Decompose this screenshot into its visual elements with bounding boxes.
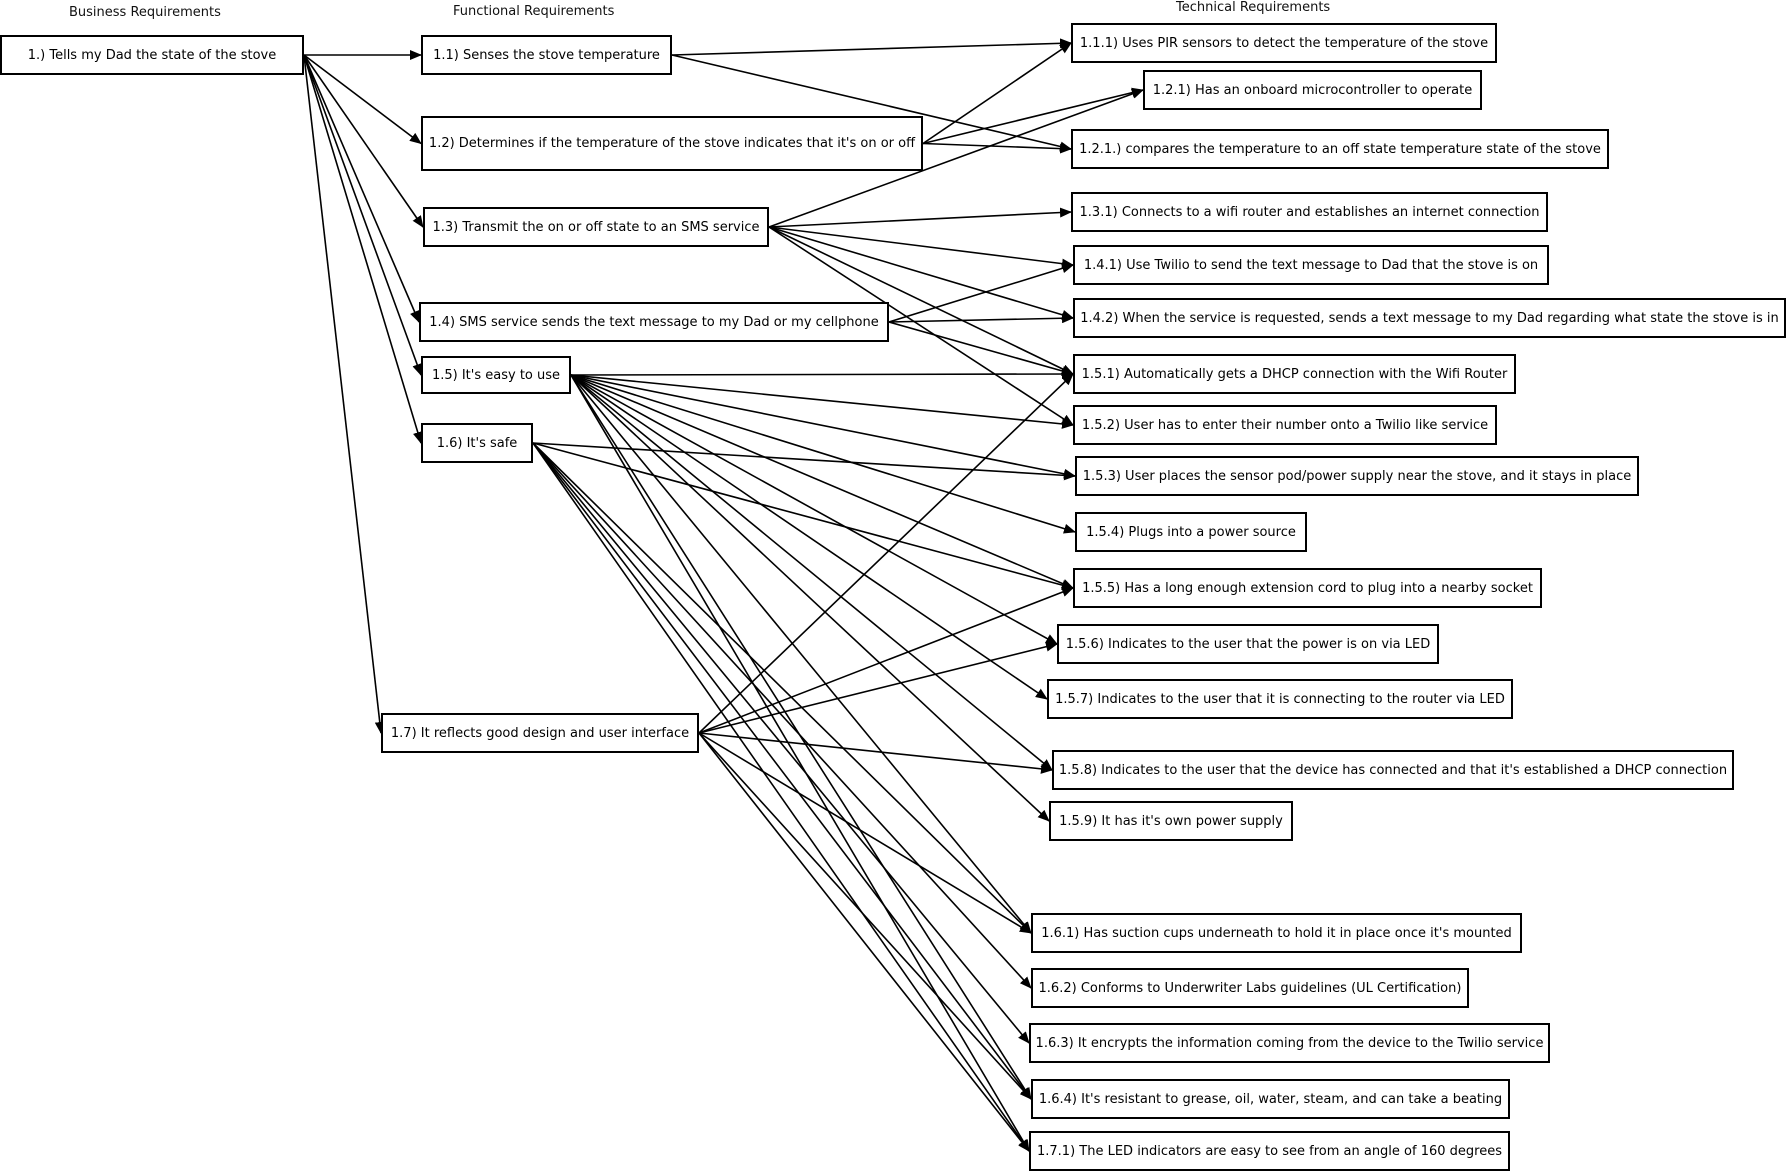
connector-b1-f16 [303, 54, 423, 444]
business-node-1: 1.) Tells my Dad the state of the stove [0, 35, 304, 75]
connector-f16-t171 [532, 442, 1030, 1152]
connector-f14-t141 [888, 263, 1074, 323]
technical-node-1-4-1: 1.4.1) Use Twilio to send the text messa… [1073, 245, 1549, 285]
technical-node-1-5-3: 1.5.3) User places the sensor pod/power … [1075, 456, 1639, 496]
technical-node-1-4-2: 1.4.2) When the service is requested, se… [1073, 298, 1786, 338]
connector-f16-t163 [532, 442, 1030, 1044]
technical-node-1-1-1: 1.1.1) Uses PIR sensors to detect the te… [1071, 23, 1497, 63]
connector-b1-f14 [303, 54, 420, 323]
connector-f17-t164 [698, 732, 1032, 1100]
connector-b1-f17 [303, 54, 385, 734]
connector-f14-t142 [888, 313, 1074, 324]
technical-node-1-5-2: 1.5.2) User has to enter their number on… [1073, 405, 1497, 445]
functional-node-1-5: 1.5) It's easy to use [421, 356, 571, 394]
connector-f13-t151 [768, 226, 1074, 375]
connector-f16-t162 [532, 442, 1032, 989]
connector-f17-t158 [698, 732, 1053, 774]
technical-requirements-header: Technical Requirements [1176, 0, 1331, 15]
connector-f15-t151 [570, 369, 1074, 380]
technical-node-1-2-1: 1.2.1) Has an onboard microcontroller to… [1143, 70, 1482, 110]
connector-f15-t156 [570, 374, 1058, 645]
connector-f17-t156 [698, 641, 1058, 734]
functional-node-1-1: 1.1) Senses the stove temperature [421, 35, 672, 75]
technical-node-1-3-1: 1.3.1) Connects to a wifi router and est… [1071, 192, 1548, 232]
connector-b1-f13 [303, 54, 424, 228]
connector-f15-t157 [570, 374, 1048, 700]
connector-f16-t155 [532, 442, 1074, 590]
technical-node-1-5-5: 1.5.5) Has a long enough extension cord … [1073, 568, 1542, 608]
connector-f12-t121b [922, 142, 1072, 154]
connector-f12-t121 [922, 87, 1144, 145]
technical-node-1-7-1: 1.7.1) The LED indicators are easy to se… [1029, 1131, 1510, 1171]
connector-f17-t155 [698, 587, 1074, 734]
functional-node-1-2: 1.2) Determines if the temperature of th… [421, 116, 923, 171]
connector-f15-t159 [570, 374, 1050, 822]
functional-requirements-header: Functional Requirements [453, 4, 615, 19]
technical-node-1-6-2: 1.6.2) Conforms to Underwriter Labs guid… [1031, 968, 1469, 1008]
connector-f15-t154 [570, 374, 1076, 534]
business-requirements-header: Business Requirements [69, 5, 221, 20]
technical-node-1-5-9: 1.5.9) It has it's own power supply [1049, 801, 1293, 841]
connector-f15-t161 [570, 374, 1032, 934]
connector-b1-f12 [303, 54, 422, 145]
technical-node-1-5-1: 1.5.1) Automatically gets a DHCP connect… [1073, 354, 1516, 394]
connector-f11-t121b [671, 54, 1072, 152]
connector-f16-t161 [532, 442, 1032, 934]
technical-node-1-2-1-b: 1.2.1.) compares the temperature to an o… [1071, 129, 1609, 169]
connector-f17-t151 [698, 373, 1074, 734]
technical-node-1-6-3: 1.6.3) It encrypts the information comin… [1029, 1023, 1550, 1063]
connector-f11-t111 [671, 38, 1072, 56]
technical-node-1-6-1: 1.6.1) Has suction cups underneath to ho… [1031, 913, 1522, 953]
connector-f15-t153 [570, 374, 1076, 479]
connector-f13-t121 [768, 89, 1144, 228]
technical-node-1-5-4: 1.5.4) Plugs into a power source [1075, 512, 1307, 552]
connector-f12-t111 [922, 42, 1072, 145]
functional-node-1-6: 1.6) It's safe [421, 423, 533, 463]
technical-node-1-6-4: 1.6.4) It's resistant to grease, oil, wa… [1031, 1079, 1510, 1119]
functional-node-1-3: 1.3) Transmit the on or off state to an … [423, 207, 769, 247]
connector-b1-f15 [303, 54, 422, 376]
connector-f13-t142 [768, 226, 1074, 320]
connector-f15-t155 [570, 374, 1074, 589]
functional-node-1-7: 1.7) It reflects good design and user in… [381, 713, 699, 753]
connector-f16-t164 [532, 442, 1032, 1100]
connector-f13-t152 [768, 226, 1074, 426]
connector-f13-t131 [768, 207, 1072, 228]
connector-f15-t152 [570, 374, 1074, 429]
connector-f15-t171 [570, 374, 1030, 1152]
connector-f16-t153 [532, 442, 1076, 481]
connector-f15-t158 [570, 374, 1053, 771]
functional-node-1-4: 1.4) SMS service sends the text message … [419, 302, 889, 342]
technical-node-1-5-8: 1.5.8) Indicates to the user that the de… [1052, 750, 1734, 790]
connector-f14-t151 [888, 321, 1074, 376]
connector-f13-t141 [768, 226, 1074, 269]
technical-node-1-5-7: 1.5.7) Indicates to the user that it is … [1047, 679, 1513, 719]
connector-f17-t161 [698, 732, 1032, 934]
connector-f17-t171 [698, 732, 1030, 1152]
technical-node-1-5-6: 1.5.6) Indicates to the user that the po… [1057, 624, 1439, 664]
